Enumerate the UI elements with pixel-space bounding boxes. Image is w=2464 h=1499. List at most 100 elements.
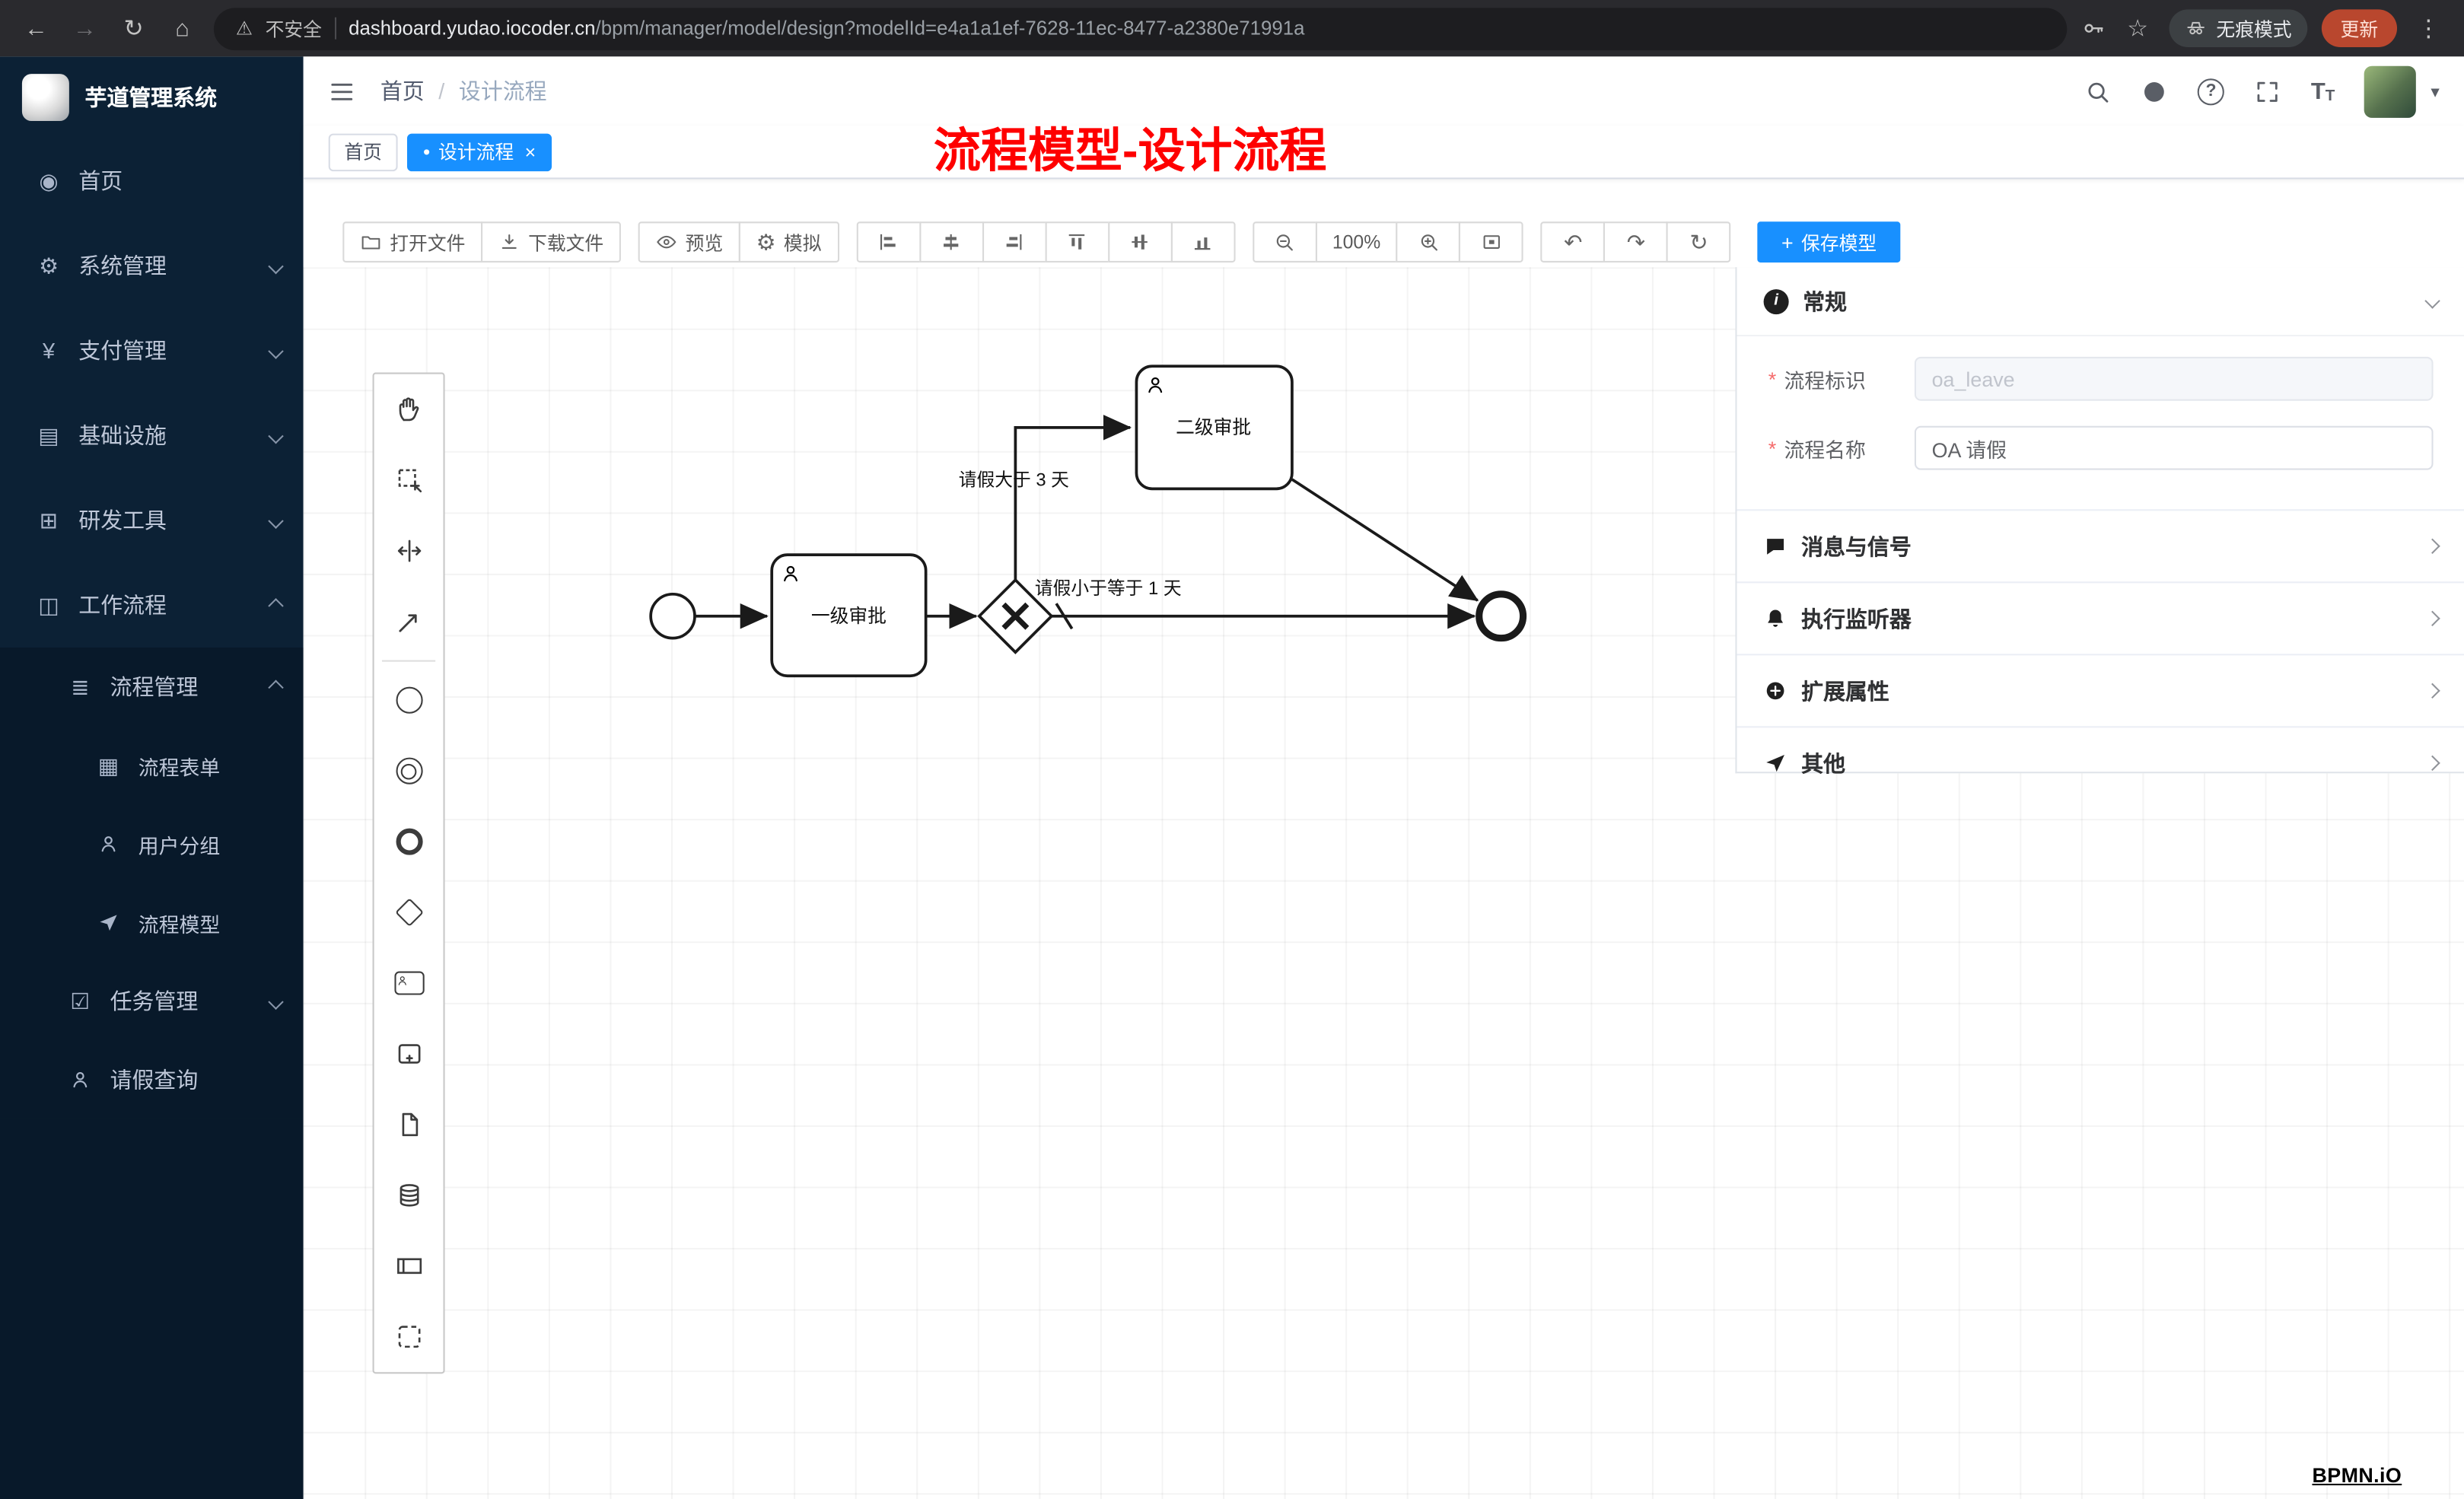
preview-button-group: 预览 ⚙模拟: [638, 221, 839, 263]
space-tool[interactable]: [374, 516, 444, 587]
bpmn-task-second-approval[interactable]: [1135, 364, 1294, 491]
save-model-button[interactable]: +保存模型: [1758, 221, 1901, 263]
sidebar-item-process-form[interactable]: ▦ 流程表单: [0, 726, 304, 804]
bpmn-start-event[interactable]: [649, 592, 696, 640]
align-left-button[interactable]: [855, 221, 921, 263]
panel-section-execution-listener[interactable]: 执行监听器: [1737, 581, 2464, 654]
breadcrumb: 首页 / 设计流程: [380, 75, 547, 107]
breadcrumb-current: 设计流程: [458, 78, 547, 104]
process-key-input[interactable]: [1914, 356, 2434, 401]
start-event-icon: [395, 686, 422, 714]
app-logo[interactable]: 芋道管理系统: [0, 56, 304, 138]
password-key-icon[interactable]: [2081, 16, 2106, 41]
search-icon[interactable]: [2084, 78, 2111, 104]
create-pool[interactable]: [374, 1230, 444, 1301]
sidebar-item-home[interactable]: ◉ 首页: [0, 138, 304, 224]
file-button-group: 打开文件 下载文件: [342, 221, 621, 263]
sidebar-item-user-group[interactable]: 用户分组: [0, 805, 304, 883]
forward-icon[interactable]: →: [73, 14, 97, 42]
sidebar-item-devtools[interactable]: ⊞ 研发工具: [0, 478, 304, 563]
create-intermediate-event[interactable]: [374, 736, 444, 807]
help-icon[interactable]: ?: [2198, 78, 2225, 105]
flow-second-approval-to-end[interactable]: [1291, 478, 1479, 602]
sidebar-item-system[interactable]: ⚙ 系统管理: [0, 223, 304, 308]
global-connect-tool[interactable]: [374, 586, 444, 657]
align-middle-button[interactable]: [1107, 221, 1173, 263]
create-user-task[interactable]: [374, 948, 444, 1019]
zoom-out-button[interactable]: [1252, 221, 1317, 263]
bpmn-task-first-approval[interactable]: [770, 553, 928, 678]
lasso-tool[interactable]: [374, 445, 444, 516]
person-icon: [66, 1069, 94, 1091]
back-icon[interactable]: ←: [24, 14, 49, 42]
download-file-button[interactable]: 下载文件: [481, 221, 621, 263]
tab-design-process[interactable]: ● 设计流程 ×: [407, 132, 552, 171]
chevron-up-icon: [268, 679, 284, 695]
sidebar-item-process-management[interactable]: ≣ 流程管理: [0, 648, 304, 726]
sidebar-item-payment[interactable]: ¥ 支付管理: [0, 308, 304, 393]
create-end-event[interactable]: [374, 807, 444, 877]
fullscreen-icon[interactable]: [2254, 78, 2281, 104]
sidebar-item-leave-query[interactable]: 请假查询: [0, 1040, 304, 1119]
task-first-approval-label: 一级审批: [811, 606, 887, 627]
zoom-level-button[interactable]: 100%: [1315, 221, 1398, 263]
github-icon[interactable]: [2141, 78, 2168, 104]
flow-label-gt-3-days[interactable]: 请假大于 3 天: [959, 469, 1069, 490]
tab-home[interactable]: 首页: [328, 132, 398, 171]
address-bar[interactable]: ⚠ 不安全 dashboard.yudao.iocoder.cn/bpm/man…: [213, 7, 2068, 50]
align-center-button[interactable]: [918, 221, 984, 263]
panel-section-general[interactable]: i 常规: [1737, 267, 2464, 337]
create-group[interactable]: [374, 1301, 444, 1372]
create-start-event[interactable]: [374, 665, 444, 736]
chevron-up-icon: [268, 597, 284, 613]
preview-button[interactable]: 预览: [638, 221, 740, 263]
hamburger-icon[interactable]: [329, 78, 355, 104]
bpmn-palette: [372, 372, 445, 1374]
user-avatar[interactable]: [2364, 65, 2417, 117]
align-right-button[interactable]: [982, 221, 1046, 263]
yen-icon: ¥: [42, 338, 56, 364]
designer-toolbar: 打开文件 下载文件 预览 ⚙模拟 100% ↶ ↷ ↻ +保存模型: [303, 179, 2464, 268]
bpmn-io-watermark[interactable]: BPMN.iO: [2312, 1463, 2402, 1488]
process-name-input[interactable]: [1914, 425, 2434, 470]
create-data-object[interactable]: [374, 1089, 444, 1160]
hand-tool[interactable]: [374, 374, 444, 445]
panel-section-extended-properties[interactable]: 扩展属性: [1737, 654, 2464, 726]
sidebar-item-workflow[interactable]: ◫ 工作流程: [0, 562, 304, 648]
restart-button[interactable]: ↻: [1667, 221, 1731, 263]
breadcrumb-home[interactable]: 首页: [380, 78, 425, 104]
save-model-label: 保存模型: [1801, 231, 1877, 254]
tab-close-icon[interactable]: ×: [524, 140, 536, 163]
kebab-menu-icon[interactable]: ⋮: [2416, 15, 2440, 43]
sidebar-item-task-management[interactable]: ☑ 任务管理: [0, 962, 304, 1040]
redo-button[interactable]: ↷: [1603, 221, 1669, 263]
reload-icon[interactable]: ↻: [123, 15, 144, 43]
sidebar-item-process-model[interactable]: 流程模型: [0, 883, 304, 962]
panel-section-message-signal[interactable]: 消息与信号: [1737, 509, 2464, 581]
align-top-button[interactable]: [1044, 221, 1109, 263]
align-bottom-button[interactable]: [1170, 221, 1235, 263]
create-data-store[interactable]: [374, 1160, 444, 1230]
flow-gateway-to-second-approval[interactable]: [1014, 415, 1132, 582]
browser-update-button[interactable]: 更新: [2321, 9, 2398, 47]
home-icon[interactable]: ⌂: [175, 14, 189, 42]
undo-button[interactable]: ↶: [1540, 221, 1606, 263]
bookmark-star-icon[interactable]: ☆: [2127, 15, 2149, 43]
fit-viewport-icon: [1480, 231, 1502, 253]
panel-section-other[interactable]: 其他: [1737, 726, 2464, 798]
zoom-fit-button[interactable]: [1459, 221, 1524, 263]
refresh-icon: ↻: [1689, 229, 1708, 255]
sidebar-item-infrastructure[interactable]: ▤ 基础设施: [0, 393, 304, 478]
tools-icon: ⊞: [39, 507, 59, 533]
open-file-button[interactable]: 打开文件: [342, 221, 483, 263]
flow-label-le-1-day[interactable]: 请假小于等于 1 天: [1035, 578, 1182, 599]
simulate-button[interactable]: ⚙模拟: [738, 221, 839, 263]
create-exclusive-gateway[interactable]: [374, 877, 444, 948]
avatar-caret-icon[interactable]: ▾: [2431, 82, 2440, 102]
zoom-in-button[interactable]: [1396, 221, 1461, 263]
align-top-icon: [1066, 231, 1088, 253]
not-secure-label[interactable]: 不安全: [265, 18, 322, 40]
bpmn-end-event[interactable]: [1476, 590, 1527, 642]
create-subprocess[interactable]: [374, 1019, 444, 1090]
